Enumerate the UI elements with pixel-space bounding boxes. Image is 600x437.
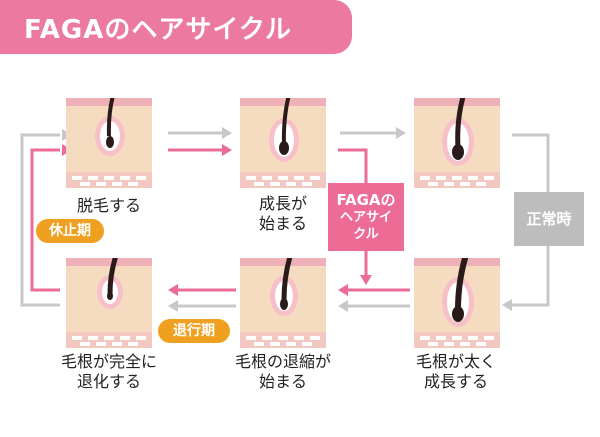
arrow-pink-5-6-head [168, 284, 178, 296]
faga-cycle-box-line-2: ヘアサイ [339, 209, 392, 225]
hair-follicle-stage-4 [414, 258, 500, 348]
label-stage-5-line-1: 毛根の退縮が [234, 352, 331, 371]
hair-follicle-stage-6 [66, 258, 152, 348]
label-stage-6: 毛根が完全に 退化する [36, 352, 182, 392]
label-stage-5: 毛根の退縮が 始まる [210, 352, 356, 392]
arrow-pink-1-2-head [222, 144, 232, 156]
arrow-gray-4-5-head [338, 300, 348, 312]
page-title: FAGAのヘアサイクル [24, 14, 293, 45]
arrow-gray-5-6-head [168, 300, 178, 312]
normal-cycle-box: 正常時 [514, 192, 584, 246]
label-stage-6-line-1: 毛根が完全に [60, 352, 157, 371]
hair-follicle-stage-5 [240, 258, 326, 348]
badge-rest-phase: 休止期 [36, 219, 104, 243]
pink-faga-down-head [360, 275, 372, 285]
label-stage-5-line-2: 始まる [258, 372, 307, 391]
label-stage-4: 毛根が太く 成長する [388, 352, 524, 392]
label-stage-2-line-2: 始まる [258, 214, 307, 233]
label-stage-4-line-2: 成長する [423, 372, 488, 391]
gray-loop-right-head [502, 299, 512, 311]
label-stage-2: 成長が 始まる [220, 194, 346, 234]
label-stage-6-line-2: 退化する [76, 372, 141, 391]
arrow-gray-2-3-head [396, 127, 406, 139]
hair-follicle-stage-3 [414, 98, 500, 188]
badge-regression-phase: 退行期 [158, 319, 230, 343]
arrow-gray-1-2-head [222, 127, 232, 139]
label-stage-1: 脱毛する [76, 196, 141, 215]
hair-follicle-stage-1 [66, 98, 152, 188]
hair-follicle-stage-2 [240, 98, 326, 188]
gray-loop-left [20, 133, 60, 307]
faga-cycle-box: FAGAの ヘアサイ クル [328, 183, 404, 251]
label-stage-2-line-1: 成長が [258, 194, 307, 213]
faga-cycle-box-line-3: クル [353, 226, 379, 242]
pink-loop-left [30, 148, 60, 292]
pink-faga-path [338, 148, 368, 183]
title-banner: FAGAのヘアサイクル [0, 0, 352, 54]
faga-cycle-box-line-1: FAGAの [336, 190, 396, 209]
arrow-pink-4-5-head [338, 284, 348, 296]
label-stage-4-line-1: 毛根が太く [415, 352, 496, 371]
